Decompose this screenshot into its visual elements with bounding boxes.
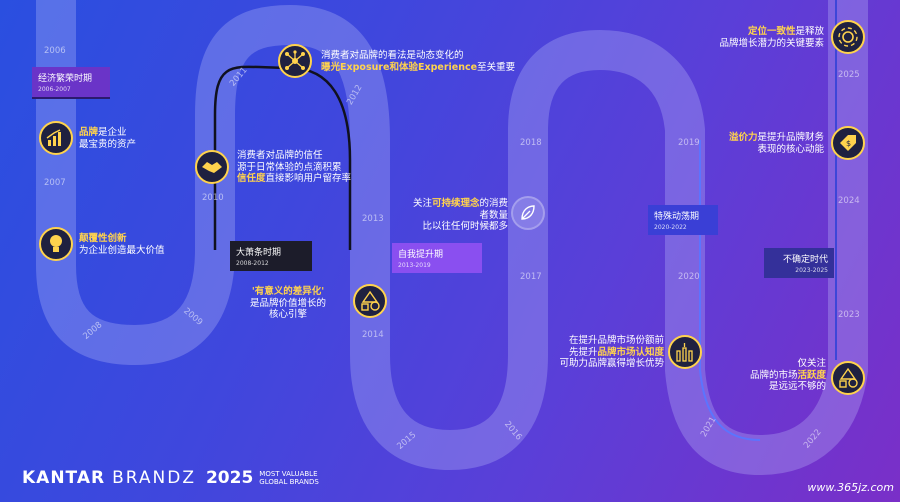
shapes-icon [353, 284, 387, 318]
insight-body: 是提升品牌财务 表现的核心动能 [757, 132, 824, 155]
era-range: 2013-2019 [398, 262, 431, 269]
era-label: 自我提升期 2013-2019 [392, 243, 482, 273]
insight-lead: 先提升 [568, 346, 598, 358]
svg-text:$: $ [846, 139, 851, 148]
insight-highlight: 定位一致性 [747, 26, 796, 37]
year-label: 2018 [520, 138, 542, 148]
footer-brand: KANTAR BRANDZ 2025 MOST VALUABLE GLOBAL … [22, 468, 319, 488]
insight-text: 在提升品牌市场份额前 先提升品牌市场认知度 可助力品牌赢得增长优势 [546, 335, 664, 370]
era-name: 特殊动荡期 [654, 212, 700, 222]
year-label: 2023 [838, 310, 860, 320]
road-path [36, 0, 868, 476]
bar-chart-icon [39, 121, 73, 155]
insight-highlight: 活跃度 [797, 369, 826, 381]
price-tag-icon: $ [831, 126, 865, 160]
insight-highlight: 品牌 [79, 127, 99, 138]
leaf-icon [511, 196, 545, 230]
insight-lead: 品牌的市场 [749, 369, 798, 381]
insight-body: 为企业创造最大价值 [79, 244, 165, 256]
year-label: 2025 [838, 70, 860, 80]
insight-text: 消费者对品牌的信任 源于日常体验的点滴积累 信任度直接影响用户留存率 [237, 150, 351, 185]
handshake-icon [195, 150, 229, 184]
insight-text: 品牌是企业 最宝贵的资产 [79, 127, 136, 150]
insight-text: 关注可持续理念的消费者数量 比以往任何时候都多 [410, 198, 508, 233]
insight-body: 是企业 最宝贵的资产 [79, 127, 137, 150]
era-label: 经济繁荣时期 2006-2007 [32, 67, 110, 99]
insight-highlight: 品牌市场认知度 [597, 346, 664, 358]
era-label: 特殊动荡期 2020-2022 [648, 205, 718, 235]
insight-body: 至关重要 [477, 61, 516, 73]
year-label: 2014 [362, 330, 384, 340]
era-label: 大萧条时期 2008-2012 [230, 241, 312, 271]
insight-body: 可助力品牌赢得增长优势 [559, 358, 664, 369]
insight-highlight: 可持续理念 [431, 198, 480, 209]
insight-line: 仅关注 [797, 358, 826, 369]
insight-text: 溢价力是提升品牌财务 表现的核心动能 [712, 132, 824, 155]
insight-highlight: '有意义的差异化' [251, 286, 325, 297]
year-label: 2019 [678, 138, 700, 148]
era-range: 2023-2025 [795, 267, 828, 274]
insight-highlight: 信任度 [237, 173, 266, 184]
insight-line: 消费者对品牌的看法是动态变化的 [321, 50, 464, 61]
brand-tagline-2: GLOBAL BRANDS [259, 478, 319, 486]
era-range: 2008-2012 [236, 260, 269, 267]
insight-body: 的消费者数量 比以往任何时候都多 [422, 198, 508, 232]
brand-year: 2025 [205, 468, 254, 488]
insight-line: 源于日常体验的点滴积累 [237, 161, 342, 173]
brand-brandz: BRANDZ [112, 468, 196, 488]
insight-body: 是品牌价值增长的 核心引擎 [250, 297, 327, 321]
era-label: 不确定时代 2023-2025 [764, 248, 834, 278]
insight-text: 定位一致性是释放 品牌增长潜力的关键要素 [700, 26, 824, 49]
insight-body: 是远远不够的 [768, 381, 826, 392]
era-name: 大萧条时期 [236, 248, 282, 258]
network-icon [278, 44, 312, 78]
era-name: 经济繁荣时期 [38, 74, 93, 84]
year-label: 2007 [44, 178, 66, 188]
year-label: 2020 [678, 272, 700, 282]
year-label: 2010 [202, 193, 224, 203]
era-name: 自我提升期 [398, 250, 444, 260]
insight-body: 是释放 品牌增长潜力的关键要素 [719, 26, 824, 49]
insight-line: 消费者对品牌的信任 [237, 150, 323, 161]
era-range: 2020-2022 [654, 224, 687, 231]
road-highlight-2 [699, 140, 761, 441]
shapes-icon [831, 361, 865, 395]
insight-lead: 关注 [412, 198, 432, 209]
era-name: 不确定时代 [782, 255, 828, 265]
insight-body: 直接影响用户留存率 [265, 173, 352, 184]
growth-bars-icon [668, 335, 702, 369]
year-label: 2017 [520, 272, 542, 282]
insight-highlight: 曝光Exposure和体验Experience [321, 61, 478, 73]
watermark: www.365jz.com [807, 481, 894, 494]
year-label: 2006 [44, 46, 66, 56]
year-label: 2024 [838, 196, 860, 206]
insight-line: 在提升品牌市场份额前 [568, 335, 664, 346]
insight-text: '有意义的差异化' 是品牌价值增长的 核心引擎 [250, 286, 326, 321]
insight-text: 消费者对品牌的看法是动态变化的 曝光Exposure和体验Experience至… [321, 50, 515, 73]
insight-highlight: 溢价力 [728, 132, 758, 143]
insight-highlight: 颠覆性创新 [79, 233, 127, 244]
gear-cycle-icon [831, 20, 865, 54]
year-label: 2013 [362, 214, 384, 224]
brand-kantar: KANTAR [22, 468, 106, 488]
insight-text: 颠覆性创新 为企业创造最大价值 [79, 233, 165, 256]
brand-tagline-1: MOST VALUABLE [259, 470, 318, 478]
lightbulb-icon [39, 227, 73, 261]
era-range: 2006-2007 [38, 86, 71, 93]
insight-text: 仅关注 品牌的市场活跃度 是远远不够的 [716, 358, 826, 393]
